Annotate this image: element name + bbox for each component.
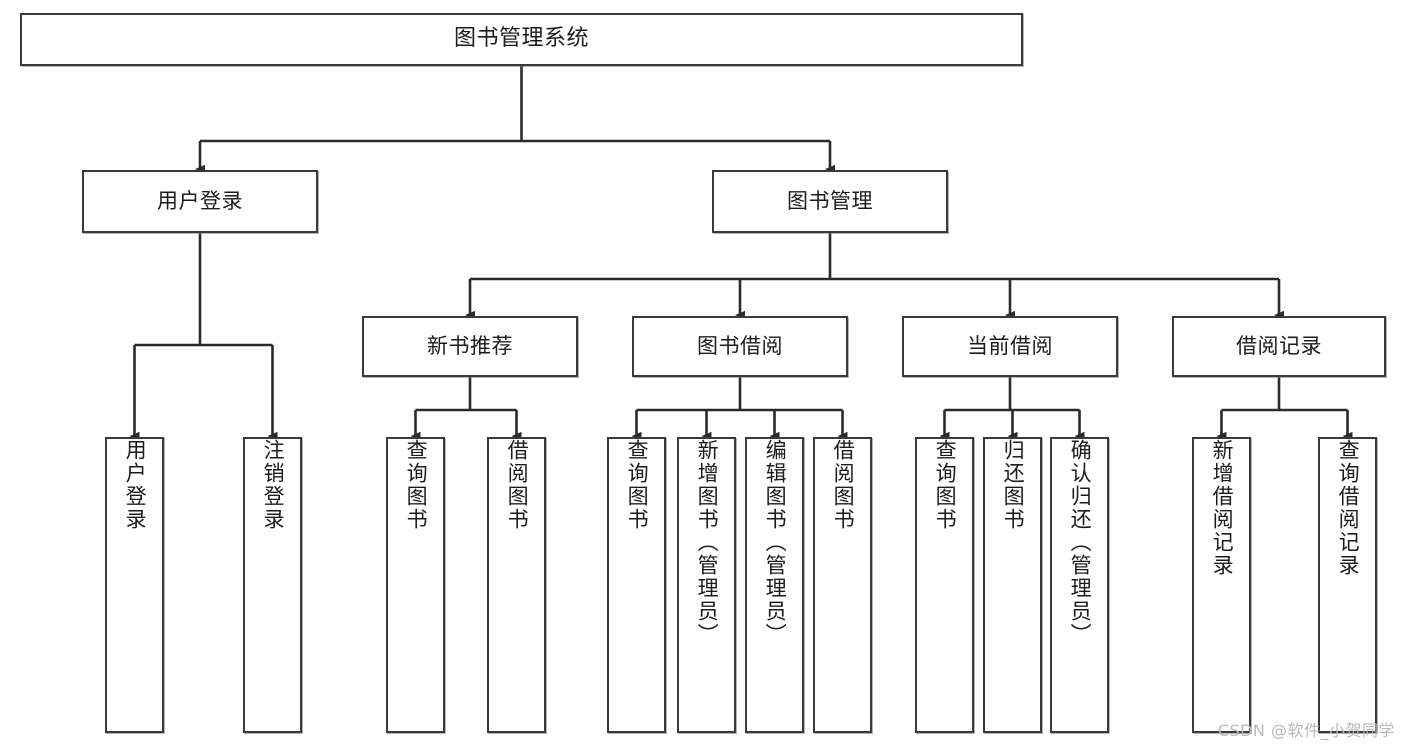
node-label: 用户登录 — [157, 188, 243, 213]
leaf-query-book-current[interactable]: 查询图书 — [915, 437, 974, 733]
leaf-logout[interactable]: 注销登录 — [243, 437, 302, 733]
node-label: 新增图书（管理员） — [695, 439, 720, 646]
node-label: 借阅记录 — [1236, 333, 1322, 358]
node-user-login[interactable]: 用户登录 — [82, 170, 318, 233]
node-label: 查询图书 — [625, 439, 650, 531]
node-book-manage[interactable]: 图书管理 — [712, 170, 948, 233]
node-label: 用户登录 — [123, 439, 148, 531]
node-label: 查询借阅记录 — [1336, 439, 1361, 577]
leaf-confirm-return[interactable]: 确认归还（管理员） — [1050, 437, 1109, 733]
node-label: 新增借阅记录 — [1210, 439, 1235, 577]
node-borrow-record[interactable]: 借阅记录 — [1172, 316, 1386, 377]
leaf-query-borrow-record[interactable]: 查询借阅记录 — [1318, 437, 1377, 733]
csdn-watermark: CSDN @软件_小贺同学 — [1217, 721, 1395, 740]
node-new-book-recommend[interactable]: 新书推荐 — [362, 316, 578, 377]
leaf-borrow-book[interactable]: 借阅图书 — [813, 437, 872, 733]
node-label: 新书推荐 — [427, 333, 513, 358]
node-label: 借阅图书 — [505, 439, 530, 531]
leaf-edit-book[interactable]: 编辑图书（管理员） — [745, 437, 804, 733]
node-label: 图书管理系统 — [453, 26, 589, 52]
node-book-borrow[interactable]: 图书借阅 — [632, 316, 848, 377]
node-label: 归还图书 — [1001, 439, 1026, 531]
node-label: 图书管理 — [787, 188, 873, 213]
node-root[interactable]: 图书管理系统 — [20, 13, 1023, 66]
node-label: 借阅图书 — [831, 439, 856, 531]
leaf-return-book[interactable]: 归还图书 — [983, 437, 1042, 733]
leaf-query-book-borrow[interactable]: 查询图书 — [607, 437, 666, 733]
node-label: 确认归还（管理员） — [1068, 439, 1093, 646]
leaf-user-login[interactable]: 用户登录 — [105, 437, 164, 733]
leaf-add-borrow-record[interactable]: 新增借阅记录 — [1192, 437, 1251, 733]
leaf-query-book-recommend[interactable]: 查询图书 — [386, 437, 445, 733]
leaf-add-book[interactable]: 新增图书（管理员） — [677, 437, 736, 733]
node-label: 查询图书 — [404, 439, 429, 531]
node-label: 查询图书 — [933, 439, 958, 531]
leaf-borrow-book-recommend[interactable]: 借阅图书 — [487, 437, 546, 733]
node-label: 编辑图书（管理员） — [763, 439, 788, 646]
node-current-borrow[interactable]: 当前借阅 — [902, 316, 1118, 377]
node-label: 注销登录 — [261, 439, 286, 531]
node-label: 图书借阅 — [697, 333, 783, 358]
node-label: 当前借阅 — [967, 333, 1053, 358]
